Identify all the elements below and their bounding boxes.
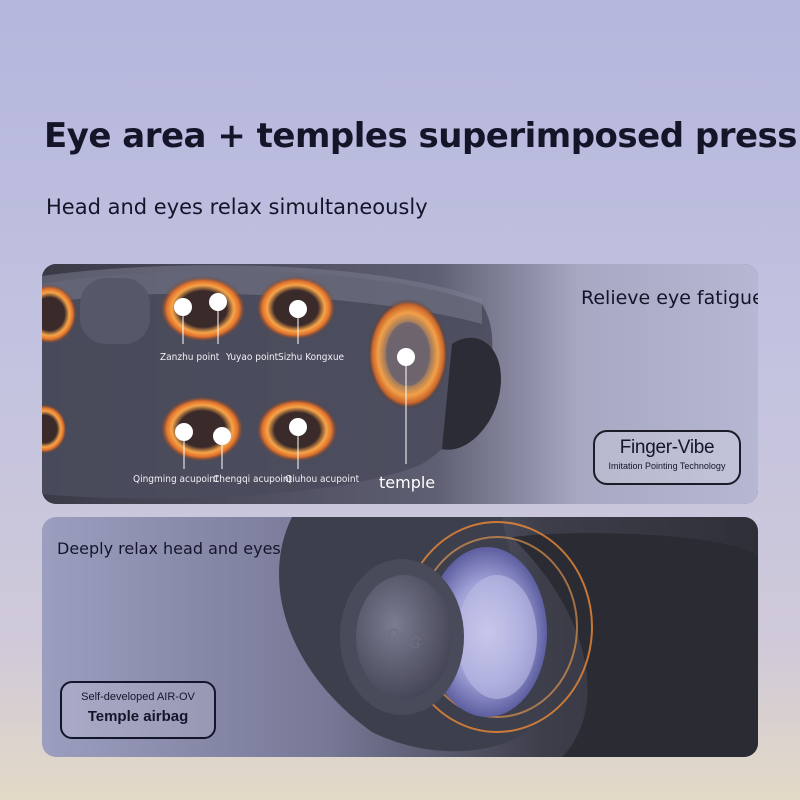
air-ov-title: Self-developed AIR-OV: [81, 691, 195, 703]
caption-relieve-eye-fatigue: Relieve eye fatigue: [581, 287, 758, 309]
acupoint-label-zanzhu: Zanzhu point: [160, 352, 220, 363]
acupoint-dot: [175, 423, 193, 441]
subheadline: Head and eyes relax simultaneously: [46, 195, 428, 219]
eye-mask-illustration: [42, 264, 758, 504]
air-ov-subtitle: Temple airbag: [87, 708, 189, 725]
temple-label: temple: [379, 473, 436, 492]
eye-massage-panel: Zanzhu point Yuyao point Sizhu Kongxue Q…: [42, 264, 758, 504]
acupoint-label-sizhu: Sizhu Kongxue: [278, 352, 345, 363]
acupoint-dot: [213, 427, 231, 445]
air-ov-badge: Self-developed AIR-OV Temple airbag: [60, 681, 216, 739]
acupoint-dot: [209, 293, 227, 311]
acupoint-label-qiuhou: Qiuhou acupoint: [285, 474, 360, 485]
acupoint-label-qingming: Qingming acupoint: [133, 474, 219, 485]
finger-vibe-title: Finger-Vibe: [619, 437, 715, 458]
acupoint-dot: [397, 348, 415, 366]
finger-vibe-subtitle: Imitation Pointing Technology: [608, 461, 726, 471]
acupoint-label-chengqi: Chengqi acupoint: [213, 474, 293, 485]
headline: Eye area + temples superimposed press: [44, 116, 798, 156]
acupoint-label-yuyao: Yuyao point: [226, 352, 279, 363]
acupoint-dot: [174, 298, 192, 316]
acupoint-dot: [289, 418, 307, 436]
acupoint-dot: [289, 300, 307, 318]
headset-illustration: OGG: [278, 517, 758, 757]
finger-vibe-badge: Finger-Vibe Imitation Pointing Technolog…: [593, 430, 741, 485]
caption-deeply-relax: Deeply relax head and eyes: [57, 539, 281, 558]
temple-airbag-panel: OGG Deeply relax head and eyes Self-deve…: [42, 517, 758, 757]
